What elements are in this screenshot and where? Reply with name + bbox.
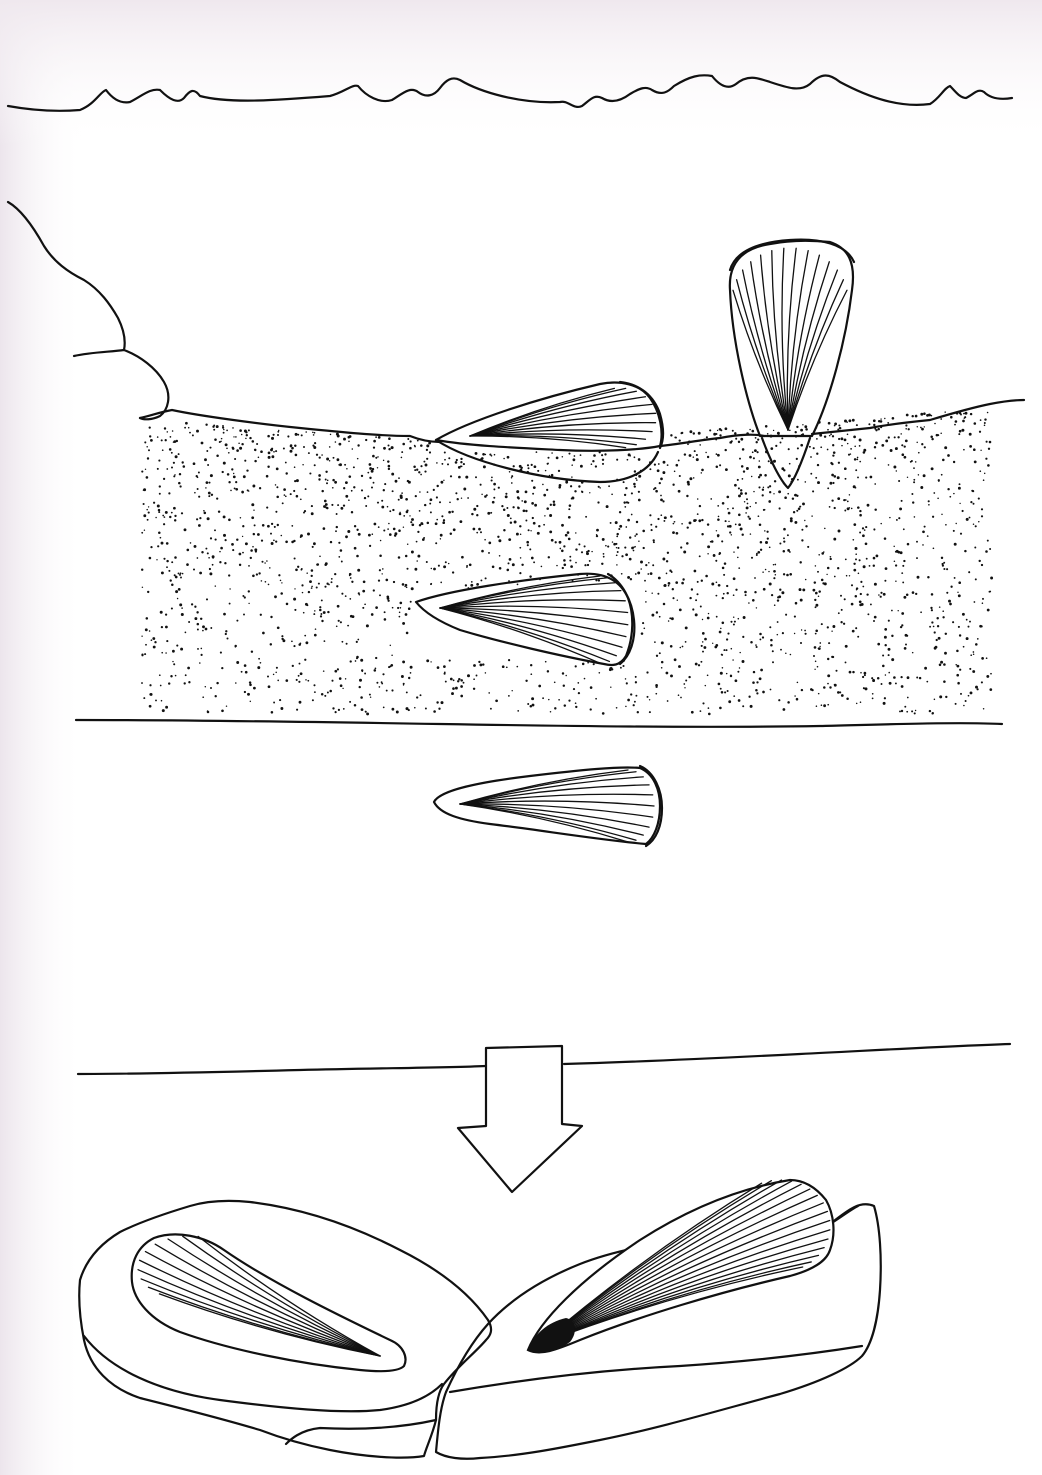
paper-shade-top	[0, 0, 1042, 1475]
diagram-canvas	[0, 0, 1042, 1475]
fossilization-diagram	[0, 0, 1042, 1475]
